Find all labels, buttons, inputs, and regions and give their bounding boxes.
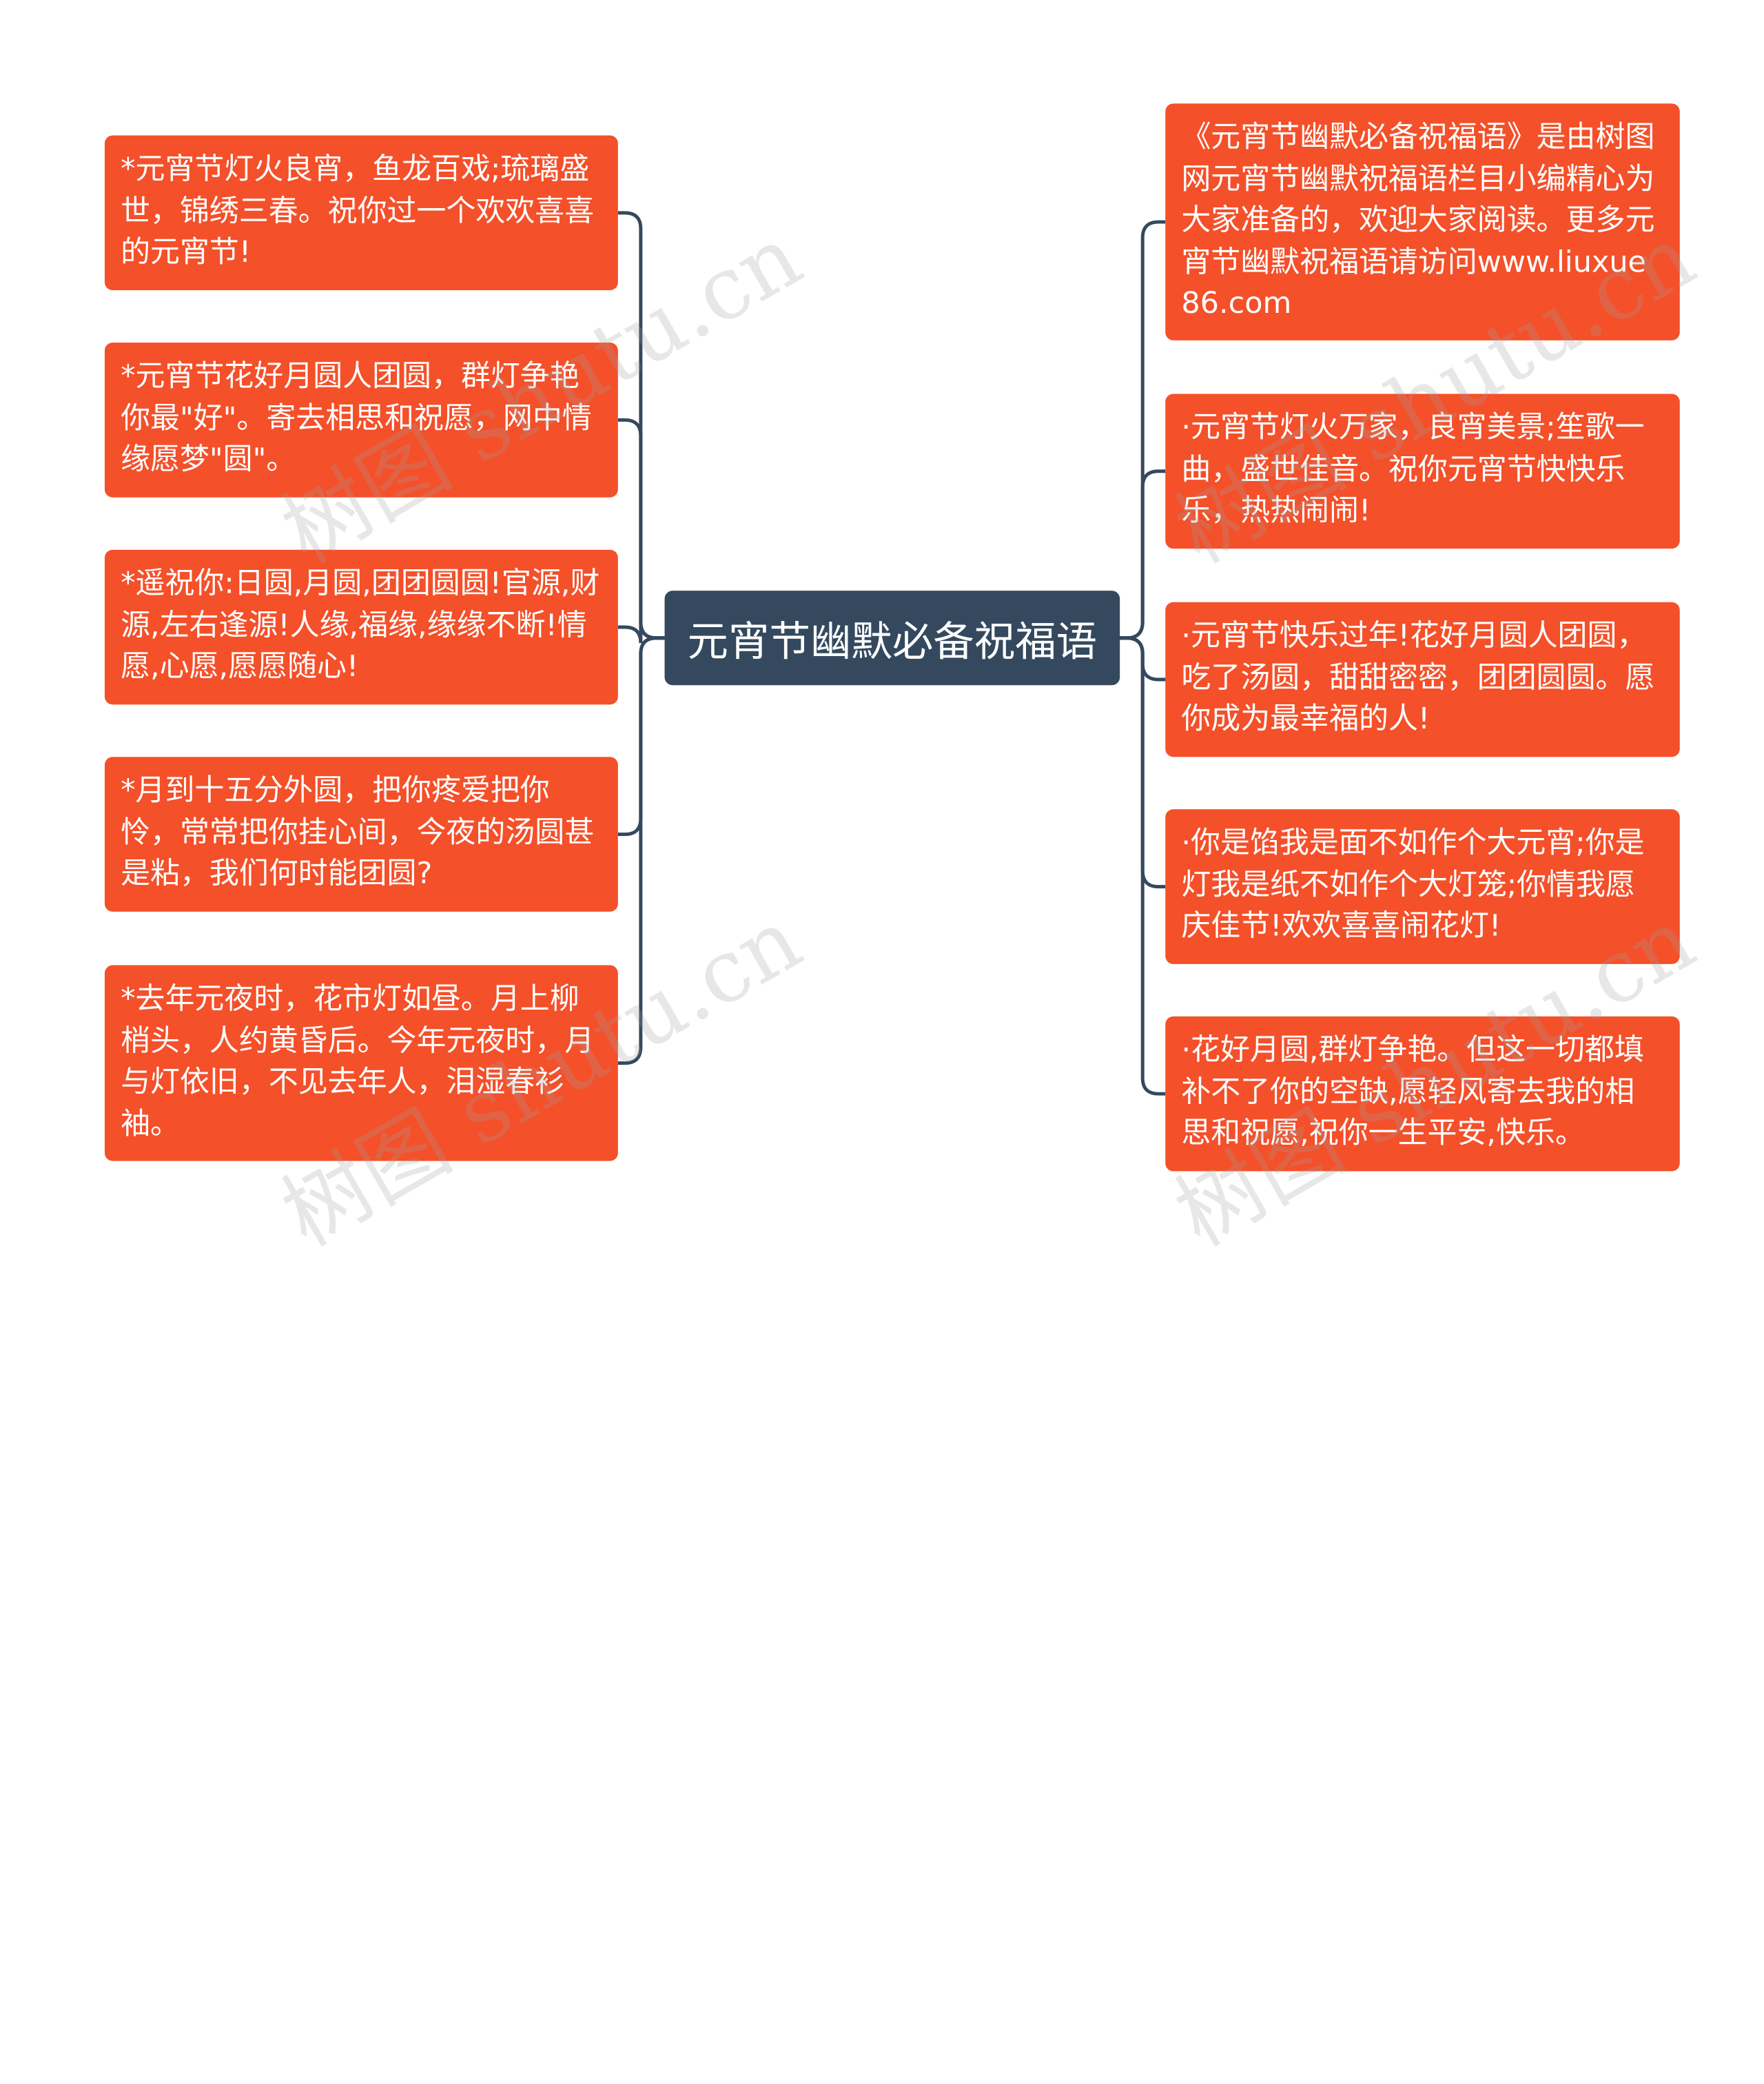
right-node-5[interactable]: ·花好月圆,群灯争艳。但这一切都填补不了你的空缺,愿轻风寄去我的相思和祝愿,祝你… <box>1165 1016 1680 1172</box>
right-node-1[interactable]: 《元宵节幽默必备祝福语》是由树图网元宵节幽默祝福语栏目小编精心为大家准备的，欢迎… <box>1165 103 1680 340</box>
central-topic[interactable]: 元宵节幽默必备祝福语 <box>664 591 1120 686</box>
right-connector-2 <box>1120 469 1166 640</box>
left-connector-5 <box>617 636 665 1065</box>
left-connector-3 <box>617 622 665 644</box>
left-node-1[interactable]: *元宵节灯火良宵，鱼龙百戏;琉璃盛世，锦绣三春。祝你过一个欢欢喜喜的元宵节! <box>104 135 618 291</box>
left-node-2[interactable]: *元宵节花好月圆人团圆，群灯争艳你最"好"。寄去相思和祝愿，网中情缘愿梦"圆"。 <box>104 343 618 498</box>
right-node-3[interactable]: ·元宵节快乐过年!花好月圆人团圆，吃了汤圆，甜甜密密，团团圆圆。愿你成为最幸福的… <box>1165 602 1680 757</box>
left-node-3[interactable]: *遥祝你:日圆,月圆,团团圆圆!官源,财源,左右逢源!人缘,福缘,缘缘不断!情愿… <box>104 549 618 705</box>
connector-lines <box>617 211 1166 1096</box>
left-node-5[interactable]: *去年元夜时，花市灯如昼。月上柳梢头，人约黄昏后。今年元夜时，月与灯依旧，不见去… <box>104 965 618 1161</box>
right-node-2[interactable]: ·元宵节灯火万家，良宵美景;笙歌一曲，盛世佳音。祝你元宵节快快乐乐，热热闹闹! <box>1165 394 1680 549</box>
right-node-4[interactable]: ·你是馅我是面不如作个大元宵;你是灯我是纸不如作个大灯笼;你情我愿庆佳节!欢欢喜… <box>1165 809 1680 964</box>
left-node-4[interactable]: *月到十五分外圆，把你疼爱把你怜，常常把你挂心间，今夜的汤圆甚是粘，我们何时能团… <box>104 757 618 912</box>
right-connector-5 <box>1120 636 1166 1096</box>
left-connector-2 <box>617 418 665 640</box>
